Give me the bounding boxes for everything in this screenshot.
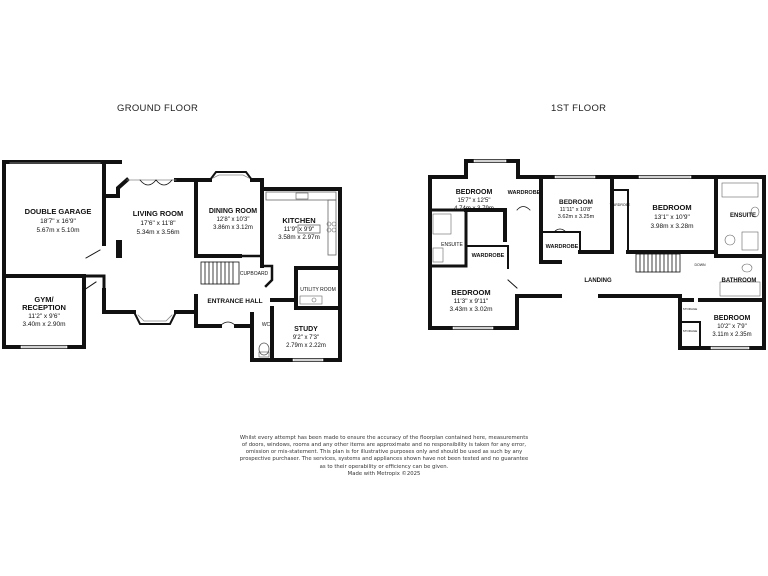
cupboard-name: CUPBOARD bbox=[240, 271, 269, 277]
ground-floor-title: GROUND FLOOR bbox=[117, 103, 199, 114]
garage-inner-door bbox=[85, 249, 101, 259]
gym-imperial: 11'2" x 9'6" bbox=[28, 313, 60, 320]
garage-metric: 5.67m x 5.10m bbox=[37, 227, 80, 234]
living-french-doors bbox=[139, 179, 173, 186]
first-floor-plan bbox=[428, 159, 766, 350]
living-name: LIVING ROOM bbox=[133, 209, 183, 218]
bed3-metric: 3.43m x 3.02m bbox=[450, 306, 493, 313]
ensuite-2-bath bbox=[721, 182, 759, 198]
bed3-imperial: 11'3" x 9'11" bbox=[454, 298, 489, 305]
garage-imperial: 18'7" x 16'9" bbox=[40, 218, 76, 225]
study-walls bbox=[270, 306, 342, 362]
bed3-name: BEDROOM bbox=[451, 288, 490, 297]
bed4-imperial: 13'1" x 10'9" bbox=[654, 214, 690, 221]
disclaimer-line: Whilst every attempt has been made to en… bbox=[239, 435, 529, 441]
study-metric: 2.79m x 2.22m bbox=[286, 343, 326, 349]
kitchen-imperial: 11'9" x 9'9" bbox=[284, 226, 315, 233]
wardrobe-3-walls bbox=[465, 245, 509, 269]
disclaimer: Whilst every attempt has been made to en… bbox=[224, 435, 544, 478]
stairs-ground bbox=[200, 261, 240, 285]
gym-metric: 3.40m x 2.90m bbox=[23, 321, 66, 328]
dining-imperial: 12'8" x 10'3" bbox=[217, 217, 250, 223]
landing-name: LANDING bbox=[584, 278, 612, 284]
down-label: DOWN bbox=[694, 263, 706, 267]
bathroom-bath bbox=[719, 281, 761, 297]
disclaimer-line: omission or mis-statement. This plan is … bbox=[245, 449, 523, 456]
bed2-name: BEDROOM bbox=[559, 199, 593, 206]
bed4-metric: 3.98m x 3.28m bbox=[651, 223, 694, 230]
wardrobe2-name: WARDROBE bbox=[546, 244, 579, 250]
bed5-name: BEDROOM bbox=[714, 315, 751, 322]
dining-name: DINING ROOM bbox=[209, 208, 257, 215]
disclaimer-line: prospective purchaser. The services, sys… bbox=[239, 456, 529, 463]
wc-name: WC bbox=[262, 322, 271, 328]
disclaimer-line: as to their operability or efficiency ca… bbox=[319, 463, 449, 470]
living-bay-window bbox=[132, 310, 178, 325]
dining-bay-window bbox=[208, 171, 254, 182]
living-metric: 5.34m x 3.56m bbox=[137, 229, 180, 236]
wardrobe3-name: WARDROBE bbox=[472, 253, 505, 259]
stairs-first bbox=[635, 253, 681, 273]
bedroom-3-walls bbox=[428, 264, 519, 330]
first-floor-title: 1ST FLOOR bbox=[551, 103, 607, 114]
study-name: STUDY bbox=[294, 326, 318, 333]
wc-toilet bbox=[258, 342, 270, 356]
storage1-name: STORAGE bbox=[683, 307, 698, 311]
landing-walls bbox=[515, 294, 682, 302]
ensuite-1-walls bbox=[428, 208, 468, 268]
bathroom-name: BATHROOM bbox=[722, 278, 757, 284]
disclaimer-line: of doors, windows, rooms and any other i… bbox=[241, 442, 527, 449]
room-labels: DOUBLE GARAGE 18'7" x 16'9" 5.67m x 5.10… bbox=[22, 189, 756, 349]
bed1-metric: 4.74m x 3.79m bbox=[454, 206, 494, 212]
ensuite2-name: ENSUITE bbox=[730, 213, 756, 219]
dining-room-walls bbox=[194, 178, 264, 258]
garage-walls bbox=[2, 160, 122, 278]
bed2-metric: 3.62m x 3.25m bbox=[558, 214, 595, 220]
kitchen-island bbox=[297, 224, 321, 234]
utility-name: UTILITY ROOM bbox=[300, 287, 335, 293]
bed5-metric: 3.11m x 2.35m bbox=[712, 332, 751, 338]
kitchen-counter-right bbox=[327, 199, 337, 256]
study-imperial: 9'2" x 7'3" bbox=[293, 335, 319, 341]
kitchen-sink bbox=[295, 192, 309, 200]
ground-floor-plan bbox=[2, 160, 342, 362]
front-door bbox=[219, 321, 237, 327]
bed1-imperial: 15'7" x 12'5" bbox=[458, 198, 491, 204]
kitchen-counter-top bbox=[265, 191, 337, 201]
disclaimer-credit: Made with Metropix ©2025 bbox=[347, 470, 421, 477]
ensuite-1-shower bbox=[432, 213, 452, 235]
gym-name-2: RECEPTION bbox=[22, 303, 66, 312]
bed2-imperial: 11'11" x 10'8" bbox=[560, 207, 592, 213]
bed1-name: BEDROOM bbox=[456, 189, 493, 196]
living-imperial: 17'6" x 11'8" bbox=[140, 220, 176, 227]
hall-name: ENTRANCE HALL bbox=[207, 298, 262, 305]
bed4-name: BEDROOM bbox=[652, 203, 691, 212]
dining-metric: 3.86m x 3.12m bbox=[213, 225, 253, 231]
bed5-imperial: 10'2" x 7'9" bbox=[717, 324, 747, 330]
bedroom-1-walls bbox=[428, 159, 543, 268]
ensuite1-name: ENSUITE bbox=[441, 242, 463, 248]
fireplace bbox=[116, 240, 122, 258]
wardrobe4-name: WARDROBE bbox=[610, 203, 631, 207]
utility-walls bbox=[294, 266, 342, 310]
storage2-name: STORAGE bbox=[683, 329, 698, 333]
wardrobe1-name: WARDROBE bbox=[508, 190, 541, 196]
kitchen-metric: 3.58m x 2.97m bbox=[278, 234, 320, 241]
garage-name: DOUBLE GARAGE bbox=[25, 207, 92, 216]
kitchen-name: KITCHEN bbox=[282, 216, 315, 225]
gym-name-1: GYM/ bbox=[34, 295, 54, 304]
